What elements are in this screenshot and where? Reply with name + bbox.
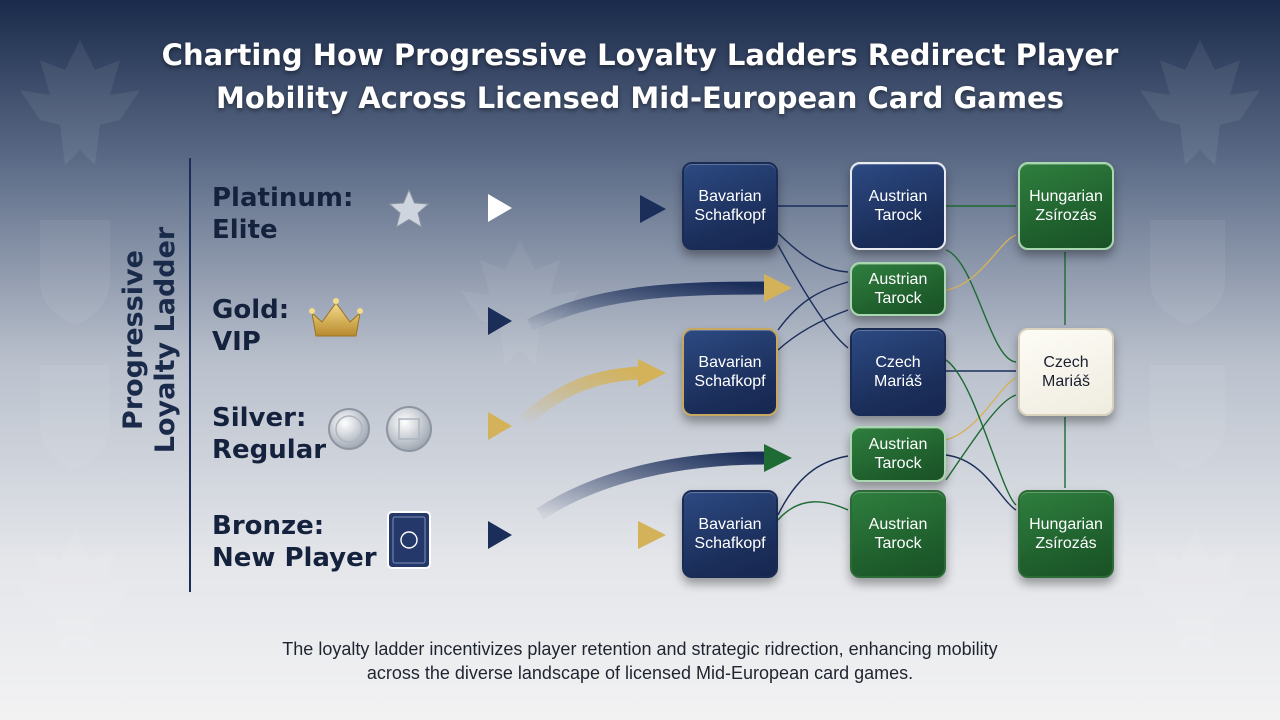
node-czech-marias: Czech Mariáš: [850, 328, 946, 416]
node-line-1: Austrian: [868, 271, 928, 288]
node-line-2: Tarock: [874, 455, 922, 472]
node-czech-marias-highlighted: Czech Mariáš: [1018, 328, 1114, 416]
redirect-arrow-bronze: [522, 521, 666, 549]
crest-shield-icon: [40, 220, 1225, 470]
tier-level: VIP: [212, 327, 261, 357]
node-line-2: Zsírozás: [1035, 535, 1097, 552]
tier-name: Silver:: [212, 403, 307, 433]
node-line-1: Bavarian: [698, 516, 762, 533]
tier-name: Gold:: [212, 295, 290, 325]
node-line-1: Austrian: [868, 436, 928, 453]
tier-level: New Player: [212, 543, 377, 573]
node-austrian-tarock: Austrian Tarock: [850, 490, 946, 578]
node-austrian-tarock: Austrian Tarock: [850, 262, 946, 316]
node-hungarian-zsirozas: Hungarian Zsírozás: [1018, 490, 1114, 578]
eagle-emblem-icon: [15, 530, 135, 655]
title-line-2: Mobility Across Licensed Mid-European Ca…: [216, 81, 1064, 115]
bronze-arrow: [444, 521, 512, 549]
node-line-1: Austrian: [868, 516, 928, 533]
node-line-1: Bavarian: [698, 188, 762, 205]
eagle-emblem-icon: [20, 40, 140, 165]
redirect-arrow-silver: [520, 359, 666, 425]
node-line-2: Schafkopf: [694, 535, 766, 552]
node-line-2: Mariáš: [1041, 373, 1090, 390]
tier-gold: Gold: VIP: [212, 294, 289, 358]
node-line-1: Hungarian: [1029, 516, 1103, 533]
caption: The loyalty ladder incentivizes player r…: [0, 637, 1280, 685]
node-line-2: Tarock: [874, 207, 922, 224]
node-bavarian-schafkopf: Bavarian Schafkopf: [682, 162, 778, 250]
tier-name: Bronze:: [212, 511, 325, 541]
eagle-emblem-icon: [1140, 40, 1260, 165]
node-bavarian-schafkopf: Bavarian Schafkopf: [682, 328, 778, 416]
node-line-1: Austrian: [868, 188, 928, 205]
tier-level: Elite: [212, 215, 278, 245]
axis-label-line-2: Loyalty Ladder: [150, 226, 181, 454]
silver-coin-icon: [328, 406, 432, 452]
tier-platinum: Platinum: Elite: [212, 182, 353, 246]
star-icon: [388, 188, 430, 229]
redirect-arrow-gold: [527, 274, 792, 331]
node-line-2: Schafkopf: [694, 373, 766, 390]
gold-arrow: [390, 307, 512, 335]
node-line-1: Czech: [875, 354, 921, 371]
page-title: Charting How Progressive Loyalty Ladders…: [0, 34, 1280, 120]
axis-label-line-1: Progressive: [118, 250, 149, 430]
redirect-arrow-bronze-up: [536, 444, 792, 520]
eagle-emblem-icon: [460, 240, 580, 365]
tier-silver: Silver: Regular: [212, 402, 326, 466]
tier-level: Regular: [212, 435, 327, 465]
node-line-2: Zsírozás: [1035, 207, 1097, 224]
eagle-emblem-icon: [1135, 530, 1255, 655]
connector-lines: [777, 205, 1066, 521]
node-line-2: Tarock: [874, 290, 922, 307]
node-hungarian-zsirozas: Hungarian Zsírozás: [1018, 162, 1114, 250]
silver-arrow: [446, 412, 512, 440]
platinum-arrow: [446, 194, 512, 222]
node-austrian-tarock: Austrian Tarock: [850, 162, 946, 250]
node-line-1: Hungarian: [1029, 188, 1103, 205]
node-line-2: Schafkopf: [694, 207, 766, 224]
tier-bronze: Bronze: New Player: [212, 510, 377, 574]
tier-name: Platinum:: [212, 183, 354, 213]
node-line-1: Czech: [1043, 354, 1089, 371]
caption-line-2: across the diverse landscape of licensed…: [366, 663, 914, 683]
redirect-arrow-platinum: [520, 195, 666, 223]
node-line-2: Tarock: [874, 535, 922, 552]
node-austrian-tarock: Austrian Tarock: [850, 426, 946, 482]
node-bavarian-schafkopf: Bavarian Schafkopf: [682, 490, 778, 578]
node-line-1: Bavarian: [698, 354, 762, 371]
caption-line-1: The loyalty ladder incentivizes player r…: [282, 639, 998, 659]
ladder-axis-label: Progressive Loyalty Ladder: [80, 226, 220, 454]
crown-icon: [309, 298, 363, 337]
playing-card-icon: [387, 511, 431, 569]
node-line-2: Mariáš: [873, 373, 922, 390]
title-line-1: Charting How Progressive Loyalty Ladders…: [161, 38, 1119, 72]
